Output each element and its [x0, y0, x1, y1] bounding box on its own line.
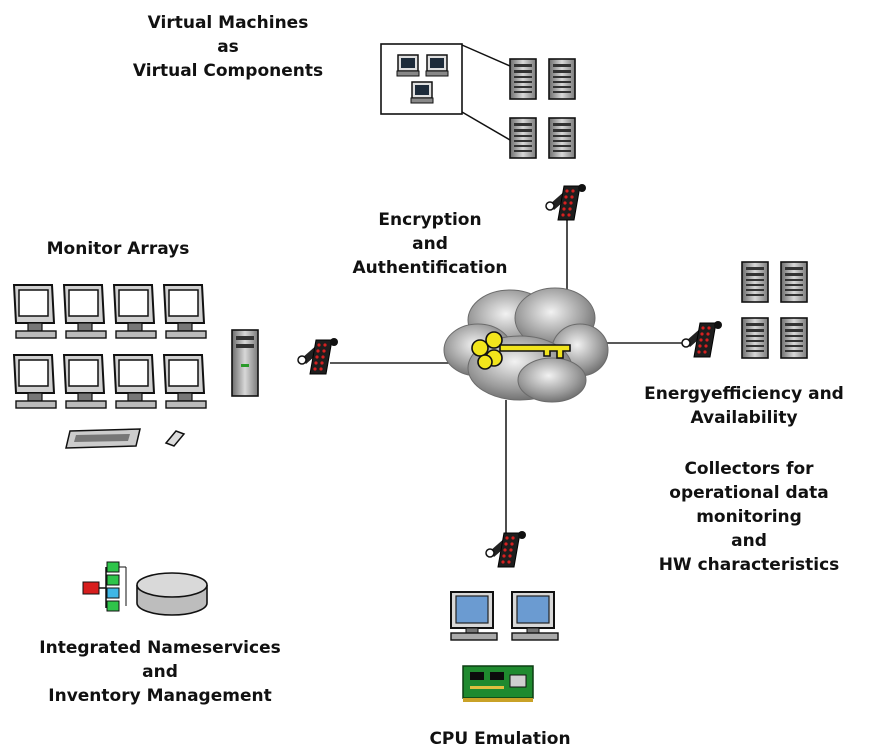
energy-label: Energyefficiency and Availability: [644, 384, 844, 428]
database-icon: [136, 572, 208, 616]
mouse-icon: [164, 430, 186, 447]
monitor-icon: [63, 354, 107, 409]
server-icon: [780, 261, 808, 303]
monitor-icon: [113, 284, 157, 339]
monitor-icon: [13, 284, 57, 339]
key-icon: [471, 331, 571, 370]
cloud-key-icon: [443, 287, 609, 403]
energy-server-rack: [741, 261, 808, 359]
red-node: [82, 581, 100, 595]
firewall-icon: [545, 183, 587, 221]
monitor-icon: [450, 591, 498, 641]
firewall-icon: [297, 337, 339, 375]
encryption-label: Encryption and Authentification: [352, 210, 508, 278]
firewall-icon: [681, 320, 723, 358]
circuit-board-icon: [462, 665, 534, 702]
vm-inset-box: [380, 43, 511, 141]
server-icon: [509, 117, 537, 159]
server-icon: [741, 317, 769, 359]
cpu-emulation-hardware: [450, 591, 559, 702]
vm-server-rack: [509, 58, 576, 159]
monitor-arrays-label: Monitor Arrays: [46, 239, 190, 259]
connection-lines: [330, 220, 690, 538]
monitor-array: [13, 284, 259, 449]
virtual-machine-icon: [425, 54, 449, 77]
virtual-machine-icon: [396, 54, 420, 77]
nameservices-label: Integrated Nameservices and Inventory Ma…: [39, 638, 281, 706]
tower-pc-icon: [231, 329, 259, 397]
server-icon: [548, 58, 576, 100]
server-icon: [780, 317, 808, 359]
server-icon: [741, 261, 769, 303]
firewall-icon: [485, 530, 527, 568]
monitor-icon: [163, 354, 207, 409]
collectors-label: Collectors for operational data monitori…: [658, 459, 840, 575]
keyboard-icon: [65, 428, 141, 449]
monitor-icon: [511, 591, 559, 641]
monitor-icon: [13, 354, 57, 409]
server-icon: [509, 58, 537, 100]
virtual-machine-icon: [410, 81, 434, 104]
monitor-icon: [113, 354, 157, 409]
monitor-icon: [163, 284, 207, 339]
server-icon: [548, 117, 576, 159]
virtual-machines-label: Virtual Machines as Virtual Components: [132, 13, 324, 81]
monitor-icon: [63, 284, 107, 339]
cpu-emulation-label: CPU Emulation: [429, 729, 571, 749]
nameservice-inventory-icon: [82, 561, 208, 616]
